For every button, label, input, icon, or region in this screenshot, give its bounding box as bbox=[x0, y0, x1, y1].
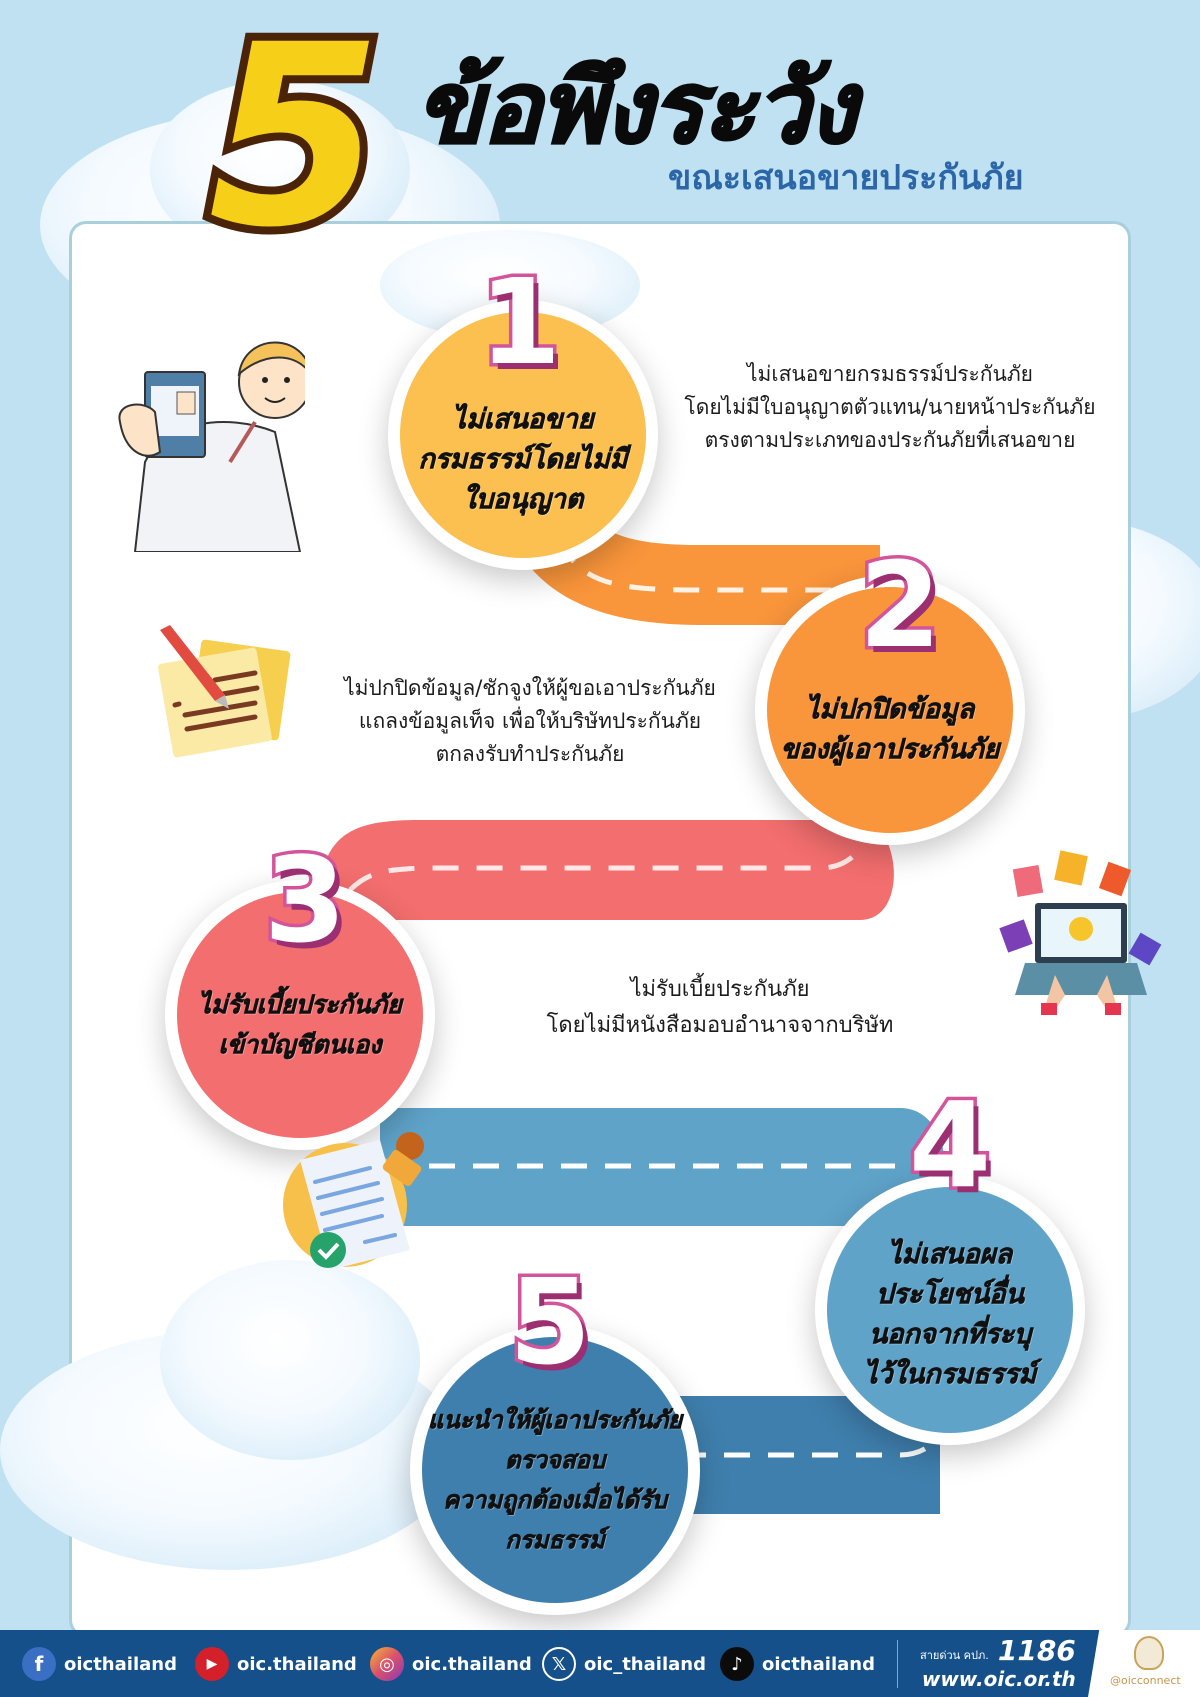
hotline-prefix: สายด่วน คปภ. bbox=[920, 1648, 989, 1662]
brand-label: @oicconnect bbox=[1110, 1674, 1181, 1687]
hotline-block: สายด่วน คปภ. 1186 www.oic.or.th bbox=[920, 1636, 1076, 1692]
youtube-icon: ▶ bbox=[195, 1647, 229, 1681]
step-4-title-line: ไว้ในกรมธรรม์ bbox=[863, 1359, 1037, 1391]
social-facebook[interactable]: f oicthailand bbox=[22, 1646, 177, 1682]
step-4-title-line: ไม่เสนอผล bbox=[887, 1239, 1013, 1271]
page-title: ข้อพึงระวัง bbox=[414, 48, 858, 167]
step-5-title-line: กรมธรรม์ bbox=[505, 1526, 605, 1555]
step-1-title-line: กรมธรรม์โดยไม่มี bbox=[418, 444, 628, 476]
footer-divider bbox=[897, 1640, 898, 1688]
step-4-title-line: นอกจากที่ระบุ bbox=[868, 1319, 1032, 1351]
step-2-description-line: ตกลงรับทำประกันภัย bbox=[435, 742, 625, 766]
website-link[interactable]: www.oic.or.th bbox=[921, 1667, 1076, 1691]
tiktok-icon: ♪ bbox=[720, 1647, 754, 1681]
cloud-decoration bbox=[160, 1260, 420, 1460]
facebook-icon: f bbox=[22, 1647, 56, 1681]
step-3-title-line: ไม่รับเบี้ยประกันภัย bbox=[198, 990, 402, 1020]
person-holding-id-badge-illustration bbox=[118, 341, 305, 552]
document-stamp-illustration bbox=[283, 1132, 424, 1270]
step-3-description-line: โดยไม่มีหนังสือมอบอำนาจจากบริษัท bbox=[546, 1013, 894, 1038]
x-icon: 𝕏 bbox=[542, 1647, 576, 1681]
step-4-disc: ไม่เสนอผล ประโยชน์อื่น นอกจากที่ระบุ ไว้… bbox=[827, 1187, 1073, 1433]
social-handle: oicthailand bbox=[64, 1653, 177, 1675]
social-x[interactable]: 𝕏 oic_thailand bbox=[542, 1646, 706, 1682]
step-3-title-line: เข้าบัญชีตนเอง bbox=[218, 1030, 382, 1060]
brand-area: @oicconnect bbox=[1088, 1630, 1200, 1697]
step-2-description: ไม่ปกปิดข้อมูล/ชักจูงให้ผู้ขอเอาประกันภั… bbox=[300, 672, 760, 771]
step-3-circle: ไม่รับเบี้ยประกันภัย เข้าบัญชีตนเอง bbox=[165, 880, 435, 1150]
social-handle: oic_thailand bbox=[584, 1653, 706, 1675]
step-1-title-line: ใบอนุญาต bbox=[462, 484, 584, 516]
step-5-title-line: ตรวจสอบ bbox=[504, 1446, 606, 1475]
step-1-circle: ไม่เสนอขาย กรมธรรม์โดยไม่มี ใบอนุญาต bbox=[388, 300, 658, 570]
step-4-circle: ไม่เสนอผล ประโยชน์อื่น นอกจากที่ระบุ ไว้… bbox=[815, 1175, 1085, 1445]
step-5-disc: แนะนำให้ผู้เอาประกันภัย ตรวจสอบ ความถูกต… bbox=[422, 1337, 688, 1603]
step-5-title-line: ความถูกต้องเมื่อได้รับ bbox=[443, 1486, 667, 1515]
step-5-number: 5 bbox=[505, 1253, 594, 1391]
step-3-disc: ไม่รับเบี้ยประกันภัย เข้าบัญชีตนเอง bbox=[177, 892, 423, 1138]
social-handle: oic.thailand bbox=[237, 1653, 357, 1675]
step-1-number: 1 bbox=[475, 253, 564, 391]
notepad-pencil-illustration bbox=[158, 625, 291, 758]
header-number: 5 bbox=[200, 0, 390, 282]
step-1-disc: ไม่เสนอขาย กรมธรรม์โดยไม่มี ใบอนุญาต bbox=[400, 312, 646, 558]
brand-logo-icon bbox=[1134, 1636, 1164, 1670]
step-2-disc: ไม่ปกปิดข้อมูล ของผู้เอาประกันภัย bbox=[767, 587, 1013, 833]
step-2-number: 2 bbox=[855, 536, 944, 674]
step-1-description-line: ตรงตามประเภทของประกันภัยที่เสนอขาย bbox=[704, 428, 1076, 452]
step-2-title-line: ไม่ปกปิดข้อมูล bbox=[805, 694, 975, 726]
step-1-description-line: ไม่เสนอขายกรมธรรม์ประกันภัย bbox=[747, 362, 1033, 386]
step-1-description-line: โดยไม่มีใบอนุญาตตัวแทน/นายหน้าประกันภัย bbox=[684, 395, 1096, 419]
step-3-number: 3 bbox=[260, 831, 349, 969]
social-tiktok[interactable]: ♪ oicthailand bbox=[720, 1646, 875, 1682]
step-2-description-line: ไม่ปกปิดข้อมูล/ชักจูงให้ผู้ขอเอาประกันภั… bbox=[344, 676, 716, 700]
step-4-title-line: ประโยชน์อื่น bbox=[876, 1279, 1025, 1311]
social-instagram[interactable]: ◎ oic.thailand bbox=[370, 1646, 532, 1682]
step-2-title-line: ของผู้เอาประกันภัย bbox=[780, 734, 1000, 766]
step-1-description: ไม่เสนอขายกรมธรรม์ประกันภัย โดยไม่มีใบอน… bbox=[670, 358, 1110, 457]
step-2-description-line: แถลงข้อมูลเท็จ เพื่อให้บริษัทประกันภัย bbox=[358, 709, 702, 733]
step-1-title-line: ไม่เสนอขาย bbox=[452, 404, 594, 436]
social-handle: oic.thailand bbox=[412, 1653, 532, 1675]
hotline-number: 1186 bbox=[997, 1634, 1076, 1667]
step-2-circle: ไม่ปกปิดข้อมูล ของผู้เอาประกันภัย bbox=[755, 575, 1025, 845]
step-5-title-line: แนะนำให้ผู้เอาประกันภัย bbox=[427, 1406, 683, 1435]
instagram-icon: ◎ bbox=[370, 1647, 404, 1681]
step-3-description-line: ไม่รับเบี้ยประกันภัย bbox=[630, 977, 810, 1002]
social-handle: oicthailand bbox=[762, 1653, 875, 1675]
social-youtube[interactable]: ▶ oic.thailand bbox=[195, 1646, 357, 1682]
laptop-books-illustration bbox=[999, 850, 1162, 1015]
footer-bar: f oicthailand ▶ oic.thailand ◎ oic.thail… bbox=[0, 1630, 1200, 1697]
page-subtitle: ขณะเสนอขายประกันภัย bbox=[668, 158, 1024, 198]
step-3-description: ไม่รับเบี้ยประกันภัย โดยไม่มีหนังสือมอบอ… bbox=[500, 972, 940, 1044]
step-4-number: 4 bbox=[905, 1076, 994, 1214]
step-5-circle: แนะนำให้ผู้เอาประกันภัย ตรวจสอบ ความถูกต… bbox=[410, 1325, 700, 1615]
